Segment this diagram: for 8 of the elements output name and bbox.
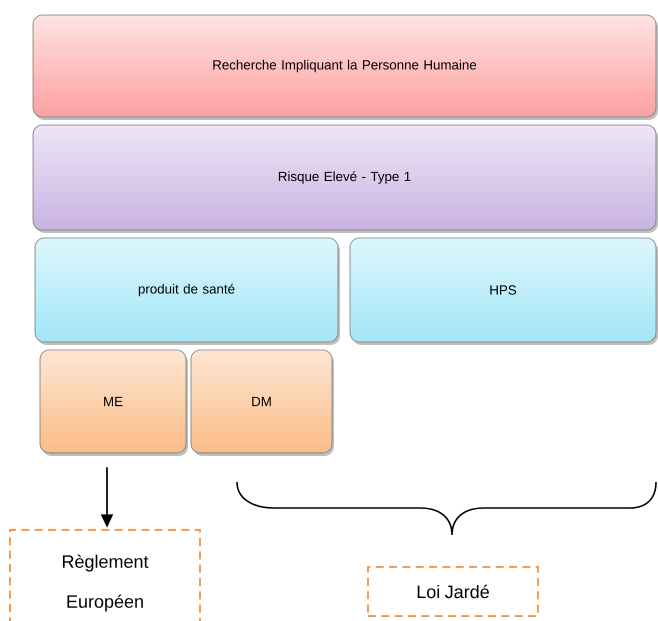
note-box: Règlement Européen	[9, 529, 201, 621]
category-box: produit de santé	[34, 238, 340, 345]
note-box: Loi Jardé	[367, 566, 539, 617]
category-box: Risque Elevé - Type 1	[32, 124, 658, 233]
category-box: Recherche Impliquant la Personne Humaine	[32, 14, 658, 120]
category-box: ME	[40, 350, 188, 456]
category-box: DM	[190, 350, 334, 456]
category-box: HPS	[350, 238, 658, 345]
